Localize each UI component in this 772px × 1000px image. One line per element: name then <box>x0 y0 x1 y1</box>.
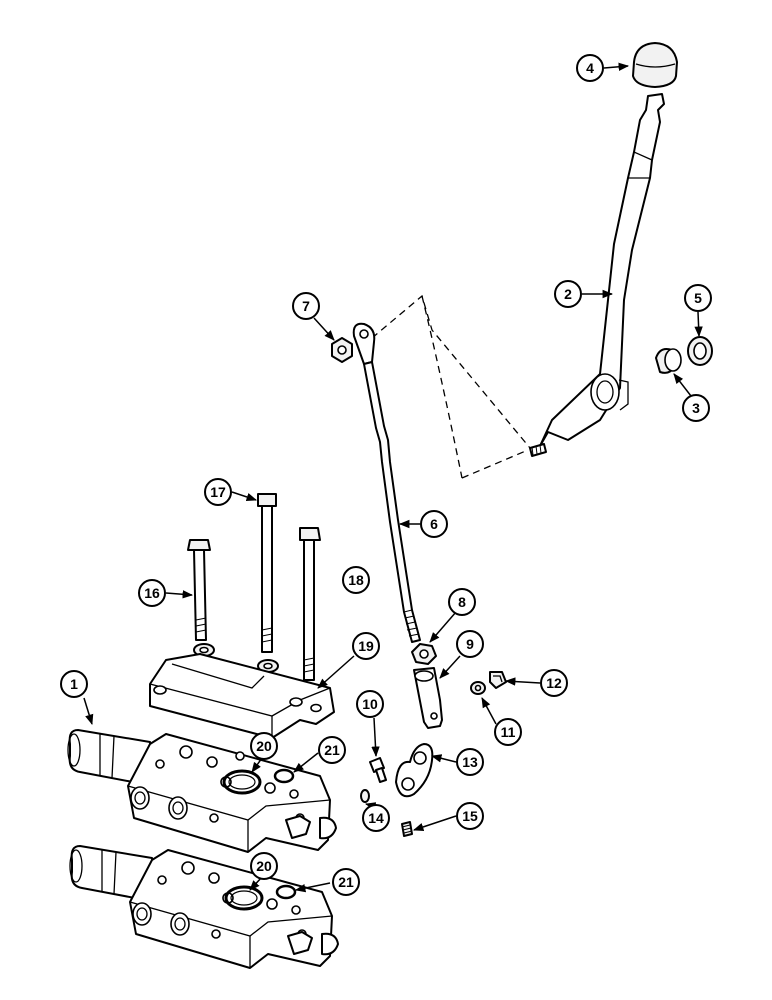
callout-20-lower: 20 <box>250 852 278 880</box>
callout-label: 5 <box>694 290 702 306</box>
callout-3: 3 <box>682 394 710 422</box>
callout-label: 2 <box>564 286 572 302</box>
retaining-clip-part <box>489 671 507 689</box>
callout-6: 6 <box>420 510 448 538</box>
callout-19: 19 <box>352 632 380 660</box>
callout-10: 10 <box>356 690 384 718</box>
callout-label: 17 <box>210 484 226 500</box>
bolt-right-part <box>299 527 321 681</box>
callout-label: 4 <box>586 60 594 76</box>
callout-21-lower: 21 <box>332 868 360 896</box>
callout-4: 4 <box>576 54 604 82</box>
callout-20-upper: 20 <box>250 732 278 760</box>
callout-15: 15 <box>456 802 484 830</box>
callout-label: 18 <box>348 572 364 588</box>
callout-label: 11 <box>501 724 516 740</box>
spring-part <box>401 821 413 837</box>
callout-11: 11 <box>494 718 522 746</box>
callout-label: 16 <box>144 585 160 601</box>
valve-section-upper <box>67 729 337 853</box>
callout-label: 13 <box>462 754 478 770</box>
screw-part <box>369 757 387 783</box>
callout-label: 9 <box>466 636 474 652</box>
ball-part <box>360 789 370 803</box>
valve-section-lower <box>69 845 339 969</box>
callout-label: 19 <box>358 638 374 654</box>
callout-5: 5 <box>684 284 712 312</box>
callout-label: 1 <box>70 676 78 692</box>
rod-part <box>352 322 421 643</box>
callout-label: 7 <box>302 298 310 314</box>
lever-part <box>529 93 665 457</box>
assembly-dashed-line <box>371 294 531 479</box>
callout-label: 15 <box>462 808 478 824</box>
bushing-part <box>655 348 682 374</box>
link-arm-part <box>395 743 434 798</box>
callout-7: 7 <box>292 292 320 320</box>
knob-part <box>632 42 678 88</box>
callout-label: 21 <box>324 742 340 758</box>
callout-12: 12 <box>540 669 568 697</box>
cover-plate-part <box>149 653 335 739</box>
leader-lines <box>83 62 703 893</box>
callout-label: 20 <box>256 858 272 874</box>
callout-label: 14 <box>368 810 384 826</box>
callout-17: 17 <box>204 478 232 506</box>
spring-washer-part <box>470 681 486 695</box>
assembly-dashed-line-2 <box>421 295 463 479</box>
clevis-part <box>413 667 443 729</box>
bolt-left-part <box>187 539 211 641</box>
callout-label: 21 <box>338 874 354 890</box>
callout-label: 10 <box>362 696 378 712</box>
rod-nut-part <box>411 643 437 665</box>
callout-label: 12 <box>546 675 562 691</box>
bolt-mid-part <box>257 493 277 653</box>
o-ring-large-lower <box>224 885 264 911</box>
callout-label: 20 <box>256 738 272 754</box>
callout-21-upper: 21 <box>318 736 346 764</box>
callout-13: 13 <box>456 748 484 776</box>
callout-14: 14 <box>362 804 390 832</box>
callout-16: 16 <box>138 579 166 607</box>
callout-label: 8 <box>458 594 466 610</box>
callout-label: 3 <box>692 400 700 416</box>
callout-2: 2 <box>554 280 582 308</box>
callout-9: 9 <box>456 630 484 658</box>
callout-1: 1 <box>60 670 88 698</box>
callout-18: 18 <box>342 566 370 594</box>
callout-8: 8 <box>448 588 476 616</box>
o-ring-large-upper <box>222 769 262 795</box>
o-ring-small-upper <box>273 768 295 784</box>
nut-part <box>331 337 353 363</box>
callout-label: 6 <box>430 516 438 532</box>
washer-part <box>687 336 713 366</box>
